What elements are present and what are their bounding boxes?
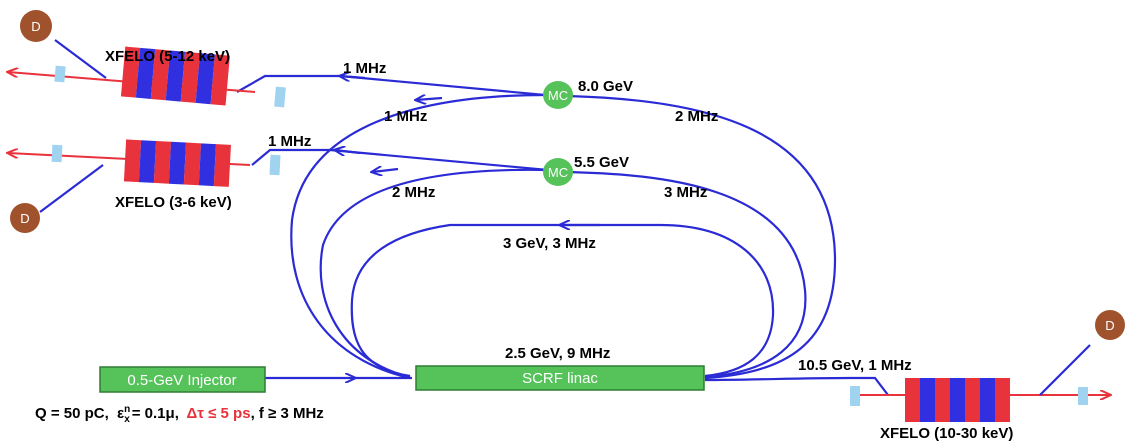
detector-line-top [54, 39, 107, 79]
linac-energy-label: 2.5 GeV, 9 MHz [505, 345, 610, 362]
inner-recirculation-loop [350, 223, 775, 378]
outer-right-freq: 2 MHz [675, 108, 718, 125]
middle-loop-right [564, 170, 807, 379]
scrf-linac [415, 365, 705, 391]
detector-line-bottom [1039, 344, 1091, 396]
mirror-top-right [274, 86, 286, 108]
undulator-mid [123, 139, 231, 187]
outer-branch-line [236, 74, 546, 97]
detector-bottom [1095, 310, 1125, 340]
xfelo-bottom-label: XFELO (10-30 keV) [880, 425, 1013, 441]
outer-branch-freq: 1 MHz [343, 60, 386, 77]
middle-energy-label: 5.5 GeV [574, 154, 629, 171]
mirror-mid-left [51, 144, 63, 163]
outer-branch-arrow [340, 76, 366, 78]
undulator-bottom [905, 378, 1010, 422]
mc-node-middle [543, 158, 573, 186]
mc-node-outer [543, 81, 573, 109]
detector-mid [10, 203, 40, 233]
outer-loop-arrow [416, 98, 443, 100]
middle-loop-left [319, 168, 549, 379]
detector-line-mid [39, 164, 104, 213]
xfelo-top-label: XFELO (5-12 keV) [105, 48, 230, 65]
injector-box [99, 366, 266, 393]
middle-branch-arrow [335, 150, 361, 153]
mirror-bottom-left [850, 386, 860, 406]
mc-node-outer-label: MC [548, 88, 568, 103]
detector-bottom-label: D [1105, 318, 1114, 333]
detector-mid-label: D [20, 211, 29, 226]
injector-label: 0.5-GeV Injector [127, 372, 236, 389]
outer-left-freq: 1 MHz [384, 108, 427, 125]
xfelo-mid-label: XFELO (3-6 keV) [115, 194, 232, 211]
inner-loop-label: 3 GeV, 3 MHz [503, 235, 596, 252]
middle-right-freq: 3 MHz [664, 184, 707, 201]
exit-beamline [704, 376, 889, 396]
outer-energy-label: 8.0 GeV [578, 78, 633, 95]
mirror-top-left [54, 65, 66, 83]
middle-loop-arrow [372, 169, 399, 172]
detector-top [20, 10, 52, 42]
mirror-bottom-right [1078, 387, 1088, 405]
middle-branch-freq: 1 MHz [268, 133, 311, 150]
scrf-linac-label: SCRF linac [522, 370, 598, 387]
mc-node-middle-label: MC [548, 165, 568, 180]
exit-energy-label: 10.5 GeV, 1 MHz [798, 357, 912, 374]
outer-loop-left [290, 93, 546, 380]
outer-loop-right [567, 94, 837, 380]
undulator-top [120, 46, 230, 106]
mirror-mid-right [269, 154, 281, 176]
middle-branch-line [251, 148, 549, 172]
detector-top-label: D [31, 19, 40, 34]
middle-left-freq: 2 MHz [392, 184, 435, 201]
